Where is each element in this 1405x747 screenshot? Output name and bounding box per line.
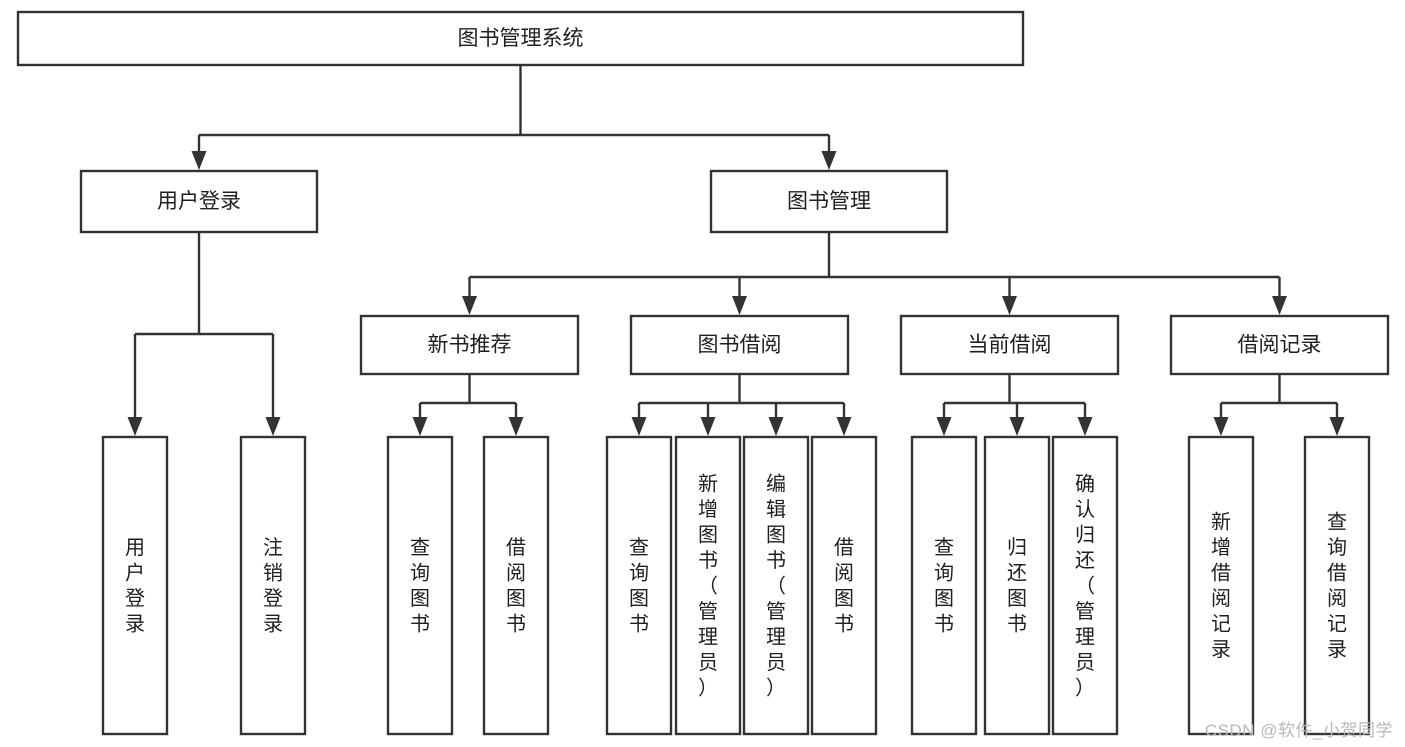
node-leaf-borrow-book[interactable]: 借阅图书 (810, 435, 878, 736)
connector-records-to-leaves (1213, 374, 1345, 436)
node-box[interactable] (359, 314, 580, 376)
node-leaf-logout[interactable]: 注销登录 (239, 435, 307, 736)
node-leaf-borrow-book-recommend[interactable]: 借阅图书 (482, 435, 550, 736)
node-layer: 图书管理系统用户登录图书管理新书推荐图书借阅当前借阅借阅记录用户登录注销登录查询… (16, 10, 1390, 736)
node-leaf-add-borrow-record[interactable]: 新增借阅记录 (1187, 435, 1255, 736)
arrow-head-icon (1009, 417, 1025, 436)
arrow-head-icon (821, 151, 837, 170)
node-label: 查询图书 (934, 536, 954, 636)
node-root[interactable]: 图书管理系统 (16, 10, 1025, 67)
node-user-login[interactable]: 用户登录 (79, 169, 319, 234)
arrow-head-icon (936, 417, 952, 436)
arrow-head-icon (1002, 296, 1017, 315)
node-book-borrow[interactable]: 图书借阅 (629, 314, 850, 376)
node-leaf-query-book-recommend[interactable]: 查询图书 (386, 435, 454, 736)
node-label: 查询图书 (410, 536, 430, 636)
node-box[interactable] (709, 169, 949, 234)
node-box[interactable] (1187, 435, 1255, 736)
node-leaf-user-login[interactable]: 用户登录 (101, 435, 169, 736)
node-box[interactable] (1169, 314, 1390, 376)
node-box[interactable] (629, 314, 850, 376)
node-label: 注销登录 (263, 536, 283, 636)
arrow-head-icon (265, 417, 281, 436)
node-box[interactable] (101, 435, 169, 736)
node-box[interactable] (1051, 435, 1119, 736)
node-label: 查询图书 (629, 536, 649, 636)
connector-current-to-leaves (936, 374, 1093, 436)
node-leaf-return-book[interactable]: 归还图书 (983, 435, 1051, 736)
arrow-head-icon (768, 417, 784, 436)
node-box[interactable] (605, 435, 673, 736)
node-label: 图书管理系统 (458, 27, 584, 50)
node-box[interactable] (386, 435, 454, 736)
arrow-head-icon (631, 417, 647, 436)
arrow-head-icon (836, 417, 852, 436)
node-box[interactable] (79, 169, 319, 234)
node-box[interactable] (239, 435, 307, 736)
arrow-head-icon (1329, 417, 1345, 436)
node-box[interactable] (16, 10, 1025, 67)
node-current-borrow[interactable]: 当前借阅 (899, 314, 1120, 376)
connector-userlogin-to-leaves (127, 232, 281, 436)
node-label: 借阅记录 (1238, 334, 1322, 357)
node-label: 借阅图书 (834, 536, 854, 636)
arrow-head-icon (1213, 417, 1229, 436)
node-leaf-query-borrow-record[interactable]: 查询借阅记录 (1303, 435, 1371, 736)
arrow-head-icon (1272, 296, 1287, 315)
node-label: 确认归还（管理员） (1075, 472, 1095, 699)
node-label: 新增借阅记录 (1211, 511, 1231, 662)
arrow-head-icon (732, 296, 747, 315)
connector-layer (127, 65, 1345, 436)
node-box[interactable] (910, 435, 978, 736)
node-box[interactable] (482, 435, 550, 736)
arrow-head-icon (462, 296, 477, 315)
node-leaf-query-book-borrow[interactable]: 查询图书 (605, 435, 673, 736)
node-borrow-records[interactable]: 借阅记录 (1169, 314, 1390, 376)
node-label: 归还图书 (1007, 536, 1027, 636)
node-leaf-query-book-current[interactable]: 查询图书 (910, 435, 978, 736)
arrow-head-icon (191, 151, 207, 170)
node-box[interactable] (810, 435, 878, 736)
node-label: 用户登录 (157, 190, 241, 213)
node-box[interactable] (742, 435, 810, 736)
node-label: 图书管理 (787, 190, 871, 213)
arrow-head-icon (1077, 417, 1093, 436)
node-box[interactable] (674, 435, 742, 736)
node-label: 新增图书（管理员） (698, 472, 718, 699)
arrow-head-icon (508, 417, 524, 436)
node-label: 图书借阅 (698, 334, 782, 357)
node-leaf-edit-book[interactable]: 编辑图书（管理员） (742, 435, 810, 736)
node-box[interactable] (899, 314, 1120, 376)
connector-borrow-to-leaves (631, 374, 852, 436)
arrow-head-icon (127, 417, 143, 436)
connector-recommend-to-leaves (412, 374, 524, 436)
node-box[interactable] (983, 435, 1051, 736)
node-label: 查询借阅记录 (1327, 511, 1347, 662)
node-label: 当前借阅 (968, 334, 1052, 357)
node-label: 新书推荐 (428, 334, 512, 357)
node-label: 编辑图书（管理员） (766, 472, 786, 699)
arrow-head-icon (412, 417, 428, 436)
connector-root-to-level2 (191, 65, 837, 170)
node-leaf-confirm-return[interactable]: 确认归还（管理员） (1051, 435, 1119, 736)
node-label: 借阅图书 (506, 536, 526, 636)
node-box[interactable] (1303, 435, 1371, 736)
node-new-book-recommend[interactable]: 新书推荐 (359, 314, 580, 376)
node-leaf-add-book[interactable]: 新增图书（管理员） (674, 435, 742, 736)
arrow-head-icon (700, 417, 716, 436)
connector-bookmgmt-to-level3 (462, 232, 1287, 315)
node-book-management[interactable]: 图书管理 (709, 169, 949, 234)
csdn-watermark: CSDN @软件_小贺同学 (1204, 721, 1393, 740)
node-label: 用户登录 (125, 537, 145, 636)
